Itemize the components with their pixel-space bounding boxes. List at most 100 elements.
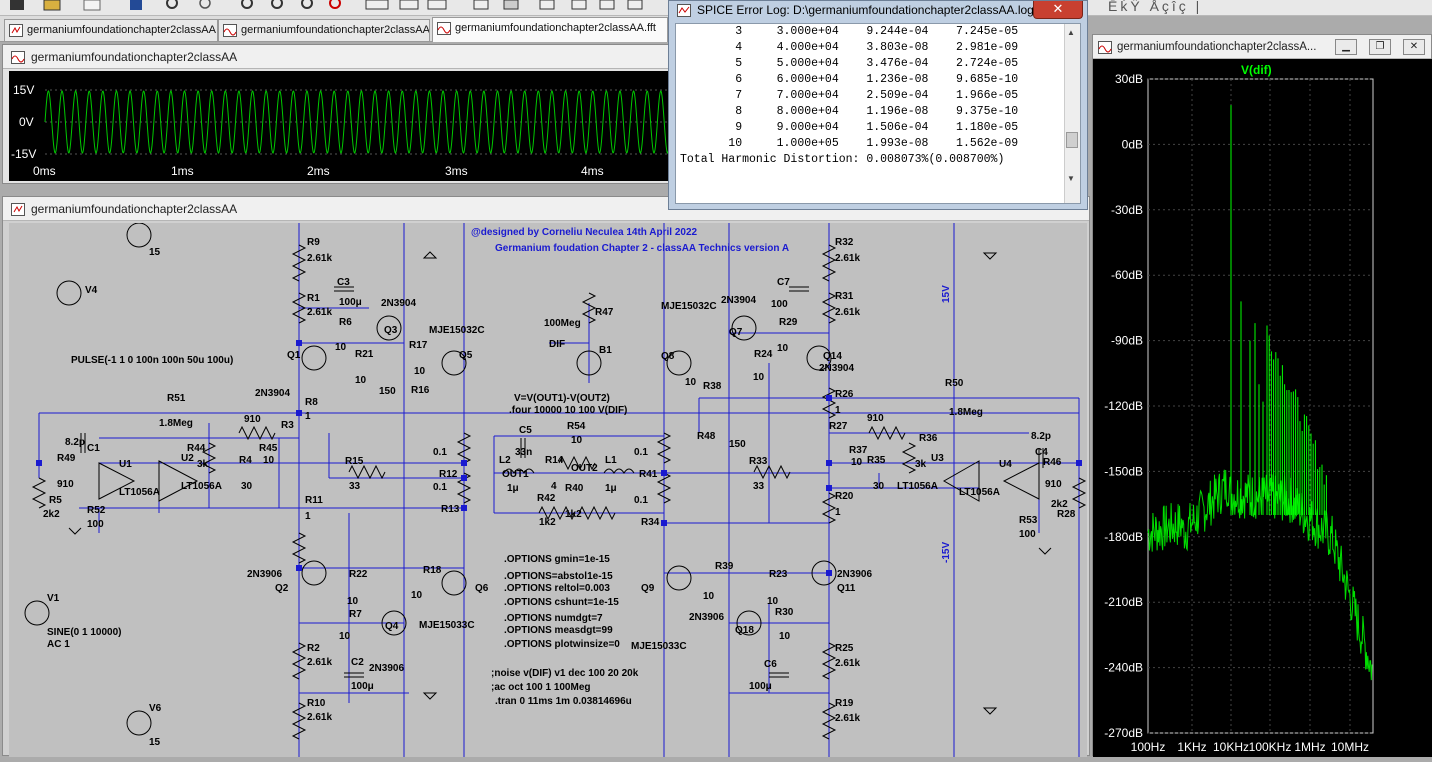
svg-text:R54: R54 <box>567 421 586 432</box>
svg-text:15: 15 <box>149 247 161 258</box>
minimize-icon: ▁ <box>1342 41 1350 52</box>
option-line: .OPTIONS numdgt=7 <box>504 613 603 624</box>
svg-text:1μ: 1μ <box>605 483 617 494</box>
svg-text:R4: R4 <box>239 455 252 466</box>
svg-text:2.61k: 2.61k <box>835 307 860 318</box>
close-button[interactable]: ✕ <box>1403 39 1425 55</box>
log-content[interactable]: 3 3.000e+04 9.244e-04 7.245e-05 4 4.000e… <box>675 23 1081 204</box>
svg-text:Q1: Q1 <box>287 350 301 361</box>
svg-text:0.1: 0.1 <box>433 447 447 458</box>
svg-text:Q8: Q8 <box>661 351 675 362</box>
svg-text:10: 10 <box>753 372 765 383</box>
svg-text:10: 10 <box>263 455 275 466</box>
close-button[interactable]: ✕ <box>1033 1 1083 19</box>
close-icon: ✕ <box>1409 41 1419 52</box>
svg-text:R51: R51 <box>167 393 186 404</box>
minimize-button[interactable]: ▁ <box>1335 39 1357 55</box>
svg-text:R46: R46 <box>1043 457 1062 468</box>
schematic-window[interactable]: germaniumfoundationchapter2classAA <box>2 196 1090 757</box>
svg-text:LT1056A: LT1056A <box>119 487 160 498</box>
svg-text:1μ: 1μ <box>507 483 519 494</box>
scroll-up-icon[interactable]: ▲ <box>1067 28 1075 37</box>
schematic-canvas[interactable]: @designed by Corneliu Neculea 14th April… <box>9 222 1087 757</box>
svg-text:R42: R42 <box>537 493 556 504</box>
svg-text:4: 4 <box>551 481 557 492</box>
svg-text:910: 910 <box>1045 479 1062 490</box>
tab-fft[interactable]: germaniumfoundationchapter2classAA.fft <box>432 17 668 42</box>
svg-text:3k: 3k <box>197 459 209 470</box>
svg-text:10: 10 <box>347 596 359 607</box>
svg-text:10: 10 <box>571 435 583 446</box>
ac-directive: ;ac oct 100 1 100Meg <box>491 682 591 693</box>
svg-text:R35: R35 <box>867 455 886 466</box>
svg-text:2.61k: 2.61k <box>307 253 332 264</box>
toolbar-icons[interactable] <box>0 0 1432 16</box>
svg-text:3k: 3k <box>915 459 927 470</box>
svg-text:1k2: 1k2 <box>539 517 556 528</box>
schematic-title-text: germaniumfoundationchapter2classAA <box>31 202 238 216</box>
option-line: .OPTIONS cshunt=1e-15 <box>504 597 619 608</box>
svg-text:R1: R1 <box>307 293 320 304</box>
fft-ytick: 30dB <box>1115 72 1143 86</box>
log-row: 3 3.000e+04 9.244e-04 7.245e-05 <box>735 25 1019 38</box>
svg-text:R17: R17 <box>409 340 428 351</box>
svg-text:R38: R38 <box>703 381 722 392</box>
svg-text:R6: R6 <box>339 317 352 328</box>
svg-text:C1: C1 <box>87 443 100 454</box>
svg-text:R24: R24 <box>754 349 773 360</box>
waveform-window[interactable]: germaniumfoundationchapter2classAA 15V 0… <box>2 44 672 184</box>
waveform-window-title[interactable]: germaniumfoundationchapter2classAA <box>3 45 669 69</box>
svg-text:2k2: 2k2 <box>43 509 60 520</box>
restore-button[interactable]: ❐ <box>1369 39 1391 55</box>
svg-text:2N3904: 2N3904 <box>721 295 756 306</box>
log-scrollbar[interactable]: ▲ ▼ <box>1064 24 1080 203</box>
fft-window[interactable]: germaniumfoundationchapter2classA... ▁ ❐… <box>1092 34 1432 757</box>
svg-text:10: 10 <box>339 631 351 642</box>
svg-text:10: 10 <box>335 342 347 353</box>
svg-text:10: 10 <box>355 375 367 386</box>
waveform-plot[interactable]: 15V 0V -15V 0ms 1ms 2ms 3ms 4ms <box>9 71 672 181</box>
four-directive: .four 10000 10 100 V(DIF) <box>509 405 627 416</box>
wave-ytick: -15V <box>11 147 36 161</box>
svg-text:C6: C6 <box>764 659 777 670</box>
svg-text:DIF: DIF <box>549 339 565 350</box>
sources <box>24 222 602 736</box>
svg-text:MJE15032C: MJE15032C <box>429 325 485 336</box>
tab-label: germaniumfoundationchapter2classAA <box>27 24 216 36</box>
svg-text:R34: R34 <box>641 517 660 528</box>
spice-error-log-window[interactable]: SPICE Error Log: D:\germaniumfoundationc… <box>668 0 1088 210</box>
option-line: .OPTIONS gmin=1e-15 <box>504 554 610 565</box>
svg-text:910: 910 <box>57 479 74 490</box>
svg-text:2N3906: 2N3906 <box>689 612 724 623</box>
option-line: .OPTIONS reltol=0.003 <box>504 583 610 594</box>
wave-xtick: 3ms <box>445 164 468 178</box>
svg-text:R41: R41 <box>639 469 658 480</box>
svg-text:R18: R18 <box>423 565 442 576</box>
svg-text:10: 10 <box>411 590 423 601</box>
log-row: 5 5.000e+04 3.476e-04 2.724e-05 <box>735 57 1019 70</box>
scroll-thumb[interactable] <box>1066 132 1078 148</box>
svg-text:L1: L1 <box>605 455 617 466</box>
svg-text:33n: 33n <box>515 447 532 458</box>
fft-ytick: -60dB <box>1111 268 1143 282</box>
svg-text:33: 33 <box>349 481 361 492</box>
opamps <box>98 460 1040 502</box>
svg-text:R39: R39 <box>715 561 734 572</box>
junctions <box>36 340 1082 576</box>
transistors <box>301 315 837 636</box>
fft-xtick: 1MHz <box>1294 740 1325 754</box>
fft-ytick: -210dB <box>1104 595 1143 609</box>
tab-waveform[interactable]: germaniumfoundationchapter2classAA <box>218 19 430 41</box>
tab-schematic[interactable]: germaniumfoundationchapter2classAA <box>4 19 218 41</box>
scroll-down-icon[interactable]: ▼ <box>1067 174 1075 183</box>
wave-xtick: 4ms <box>581 164 604 178</box>
svg-text:2k2: 2k2 <box>1051 499 1068 510</box>
svg-text:R53: R53 <box>1019 515 1038 526</box>
svg-text:R44: R44 <box>187 443 206 454</box>
svg-text:R15: R15 <box>345 456 364 467</box>
v4-pulse: PULSE(-1 1 0 100n 100n 50u 100u) <box>71 355 233 366</box>
svg-text:910: 910 <box>244 414 261 425</box>
fft-ytick: -120dB <box>1104 399 1143 413</box>
fft-xtick: 10MHz <box>1331 740 1369 754</box>
